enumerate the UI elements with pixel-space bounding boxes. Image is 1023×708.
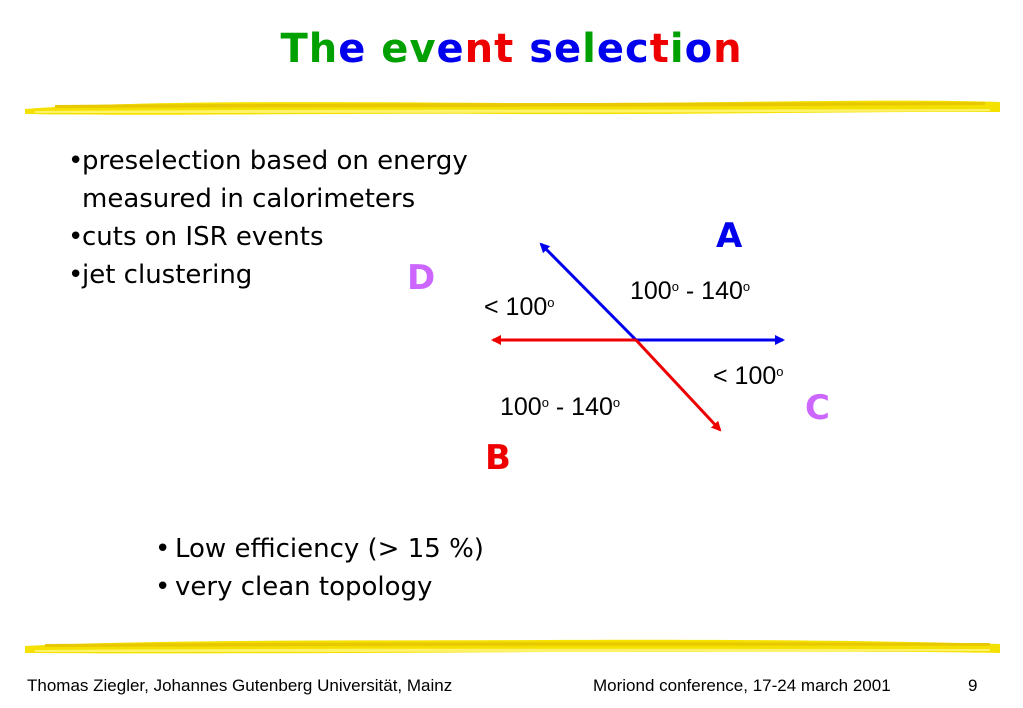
angle-lower-left-label: 100o - 140o — [500, 393, 620, 422]
title-letter: o — [684, 26, 714, 72]
bullet-list-main: • preselection based on energy measured … — [68, 142, 468, 294]
title-letter: c — [625, 26, 650, 72]
angle-upper-right-label: 100o - 140o — [630, 277, 750, 306]
title-letter: i — [669, 26, 685, 72]
title-letter: T — [280, 26, 309, 72]
label-a: A — [716, 216, 743, 256]
bullet-jet-clustering: • jet clustering — [68, 256, 468, 294]
bullet-marker: • — [155, 572, 171, 602]
angle-value: < 100 — [484, 293, 548, 321]
degree-mark: o — [547, 295, 555, 310]
bullet-low-efficiency: • Low efficiency (> 15 %) — [155, 530, 484, 568]
degree-mark: o — [612, 395, 621, 410]
label-b: B — [485, 438, 511, 478]
degree-mark: o — [541, 395, 549, 410]
bullet-isr-cuts: • cuts on ISR events — [68, 218, 468, 256]
title-letter: e — [596, 26, 626, 72]
bullet-marker: • — [68, 222, 84, 252]
title-letter: l — [582, 26, 597, 72]
degree-mark: o — [671, 279, 679, 294]
bullet-clean-topology: • very clean topology — [155, 568, 484, 606]
page-number: 9 — [968, 676, 978, 695]
slide-title: The event selection — [0, 26, 1023, 72]
title-letter: e — [381, 26, 410, 72]
bullet-marker: • — [155, 534, 171, 564]
footer-conference: Moriond conference, 17-24 march 2001 — [593, 676, 891, 695]
title-letter: t — [494, 26, 515, 72]
bullet-text: cuts on ISR events — [82, 222, 324, 252]
angle-lower-right-label: < 100o — [713, 362, 784, 391]
label-c: C — [805, 388, 830, 428]
title-letter: e — [338, 26, 367, 72]
title-letter: e — [554, 26, 583, 72]
bullet-text: Low efficiency (> 15 %) — [175, 534, 484, 564]
degree-mark: o — [742, 279, 751, 294]
jet-a-arrow — [539, 242, 638, 342]
bullet-marker: • — [68, 260, 84, 290]
angle-value-range: - 140 — [678, 277, 743, 305]
angle-value: 100 — [500, 393, 542, 421]
footer-authors: Thomas Ziegler, Johannes Gutenberg Unive… — [27, 676, 453, 695]
bullet-text: preselection based on energy — [82, 146, 468, 176]
angle-value: 100 — [630, 277, 672, 305]
bullet-text-continued: measured in calorimeters — [82, 184, 416, 214]
title-letter: s — [529, 26, 555, 72]
bullet-marker: • — [68, 146, 84, 176]
title-letter: n — [464, 26, 495, 72]
title-letter: n — [713, 26, 743, 72]
label-d: D — [407, 258, 436, 298]
top-yellow-rule — [25, 100, 1000, 115]
angle-value-range: - 140 — [548, 393, 613, 421]
title-letter: t — [649, 26, 670, 72]
angle-value: < 100 — [713, 362, 777, 390]
title-letter: e — [436, 26, 465, 72]
degree-mark: o — [776, 364, 784, 379]
jet-b-arrow — [634, 338, 722, 432]
bottom-yellow-rule — [25, 639, 1000, 654]
bullet-preselection: • preselection based on energy — [68, 142, 468, 180]
title-letter: h — [308, 26, 339, 72]
bullet-text: jet clustering — [82, 260, 253, 290]
bullet-text: very clean topology — [175, 572, 433, 602]
angle-upper-left-label: < 100o — [484, 293, 555, 322]
bullet-list-summary: • Low efficiency (> 15 %) • very clean t… — [155, 530, 484, 606]
title-letter: v — [409, 26, 437, 72]
